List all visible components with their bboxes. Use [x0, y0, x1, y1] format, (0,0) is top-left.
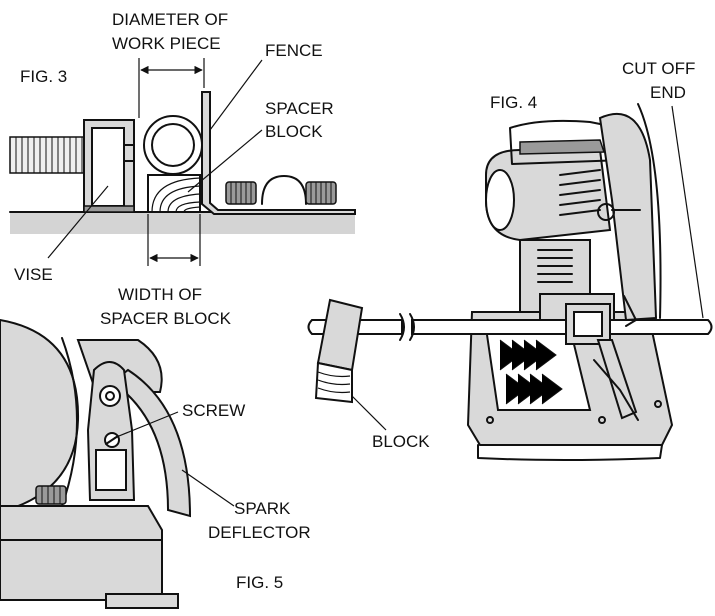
spark-leader	[181, 469, 235, 507]
cutoff-leader	[671, 105, 704, 319]
fig5-arm	[86, 361, 136, 501]
screw-label: SCREW	[182, 401, 245, 420]
block-label: BLOCK	[372, 432, 430, 451]
spacer-label-2: BLOCK	[265, 122, 323, 141]
cutoff-label-1: CUT OFF	[622, 59, 695, 78]
screw-leader	[113, 411, 179, 439]
fig3-title: FIG. 3	[20, 67, 67, 86]
spacer-block	[147, 174, 201, 213]
fig5-blade-housing	[0, 318, 80, 514]
fig4-vise	[565, 295, 639, 421]
fig5-knob	[35, 485, 67, 505]
width-label-1: WIDTH OF	[118, 285, 202, 304]
block-leader	[351, 395, 387, 431]
fig4-title: FIG. 4	[490, 93, 537, 112]
vise-leader	[47, 185, 109, 259]
fig4-group: FIG. 4 CUT OFF END BLOCK	[307, 59, 713, 461]
fence-leader	[209, 59, 263, 131]
width-label-2: SPACER BLOCK	[100, 309, 232, 328]
fig3-group: FIG. 3 DIAMETER OF WORK PIECE FENCE SPAC…	[9, 10, 356, 328]
fig3-base-plate	[10, 212, 355, 234]
blade-guard	[597, 103, 662, 322]
spark-deflector	[110, 368, 192, 518]
spark-label-1: SPARK	[234, 499, 291, 518]
work-piece	[143, 115, 203, 175]
fig5-group: SCREW SPARK DEFLECTOR FIG. 5	[0, 318, 311, 609]
fig3-knobs	[225, 175, 337, 205]
motor-housing	[485, 119, 625, 242]
diameter-label-2: WORK PIECE	[112, 34, 221, 53]
spacer-leader	[187, 129, 263, 193]
fig5-base	[0, 505, 179, 609]
fig5-title: FIG. 5	[236, 573, 283, 592]
diameter-label-1: DIAMETER OF	[112, 10, 228, 29]
fig5-screw	[104, 432, 120, 448]
vise-jaw	[83, 119, 135, 213]
spacer-label-1: SPACER	[265, 99, 334, 118]
vise-label: VISE	[14, 265, 53, 284]
support-block	[314, 298, 364, 404]
vise-screw	[9, 136, 91, 174]
fence-label: FENCE	[265, 41, 323, 60]
cutoff-label-2: END	[650, 83, 686, 102]
spark-label-2: DEFLECTOR	[208, 523, 311, 542]
